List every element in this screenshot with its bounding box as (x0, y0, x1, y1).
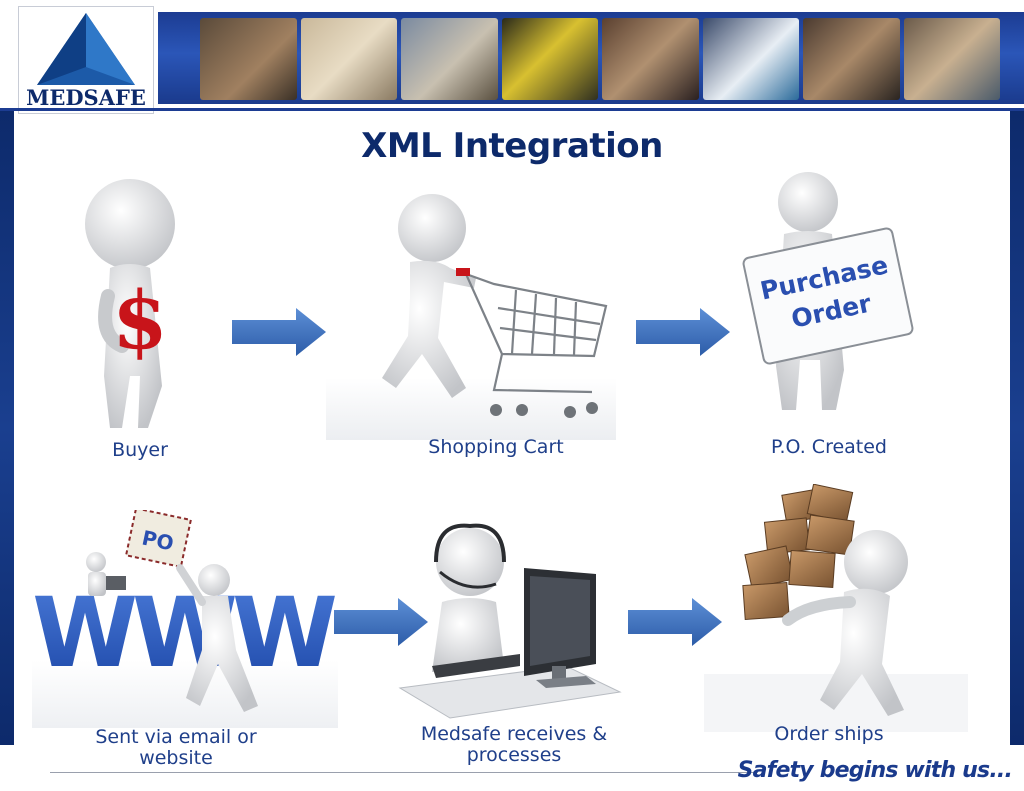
step-label-buyer: Buyer (112, 439, 168, 461)
arrow-cart-to-po-icon (636, 308, 730, 356)
banner-photo-welder (200, 18, 297, 100)
medsafe-logo: MEDSAFE (18, 6, 154, 114)
header-rule (0, 108, 1024, 111)
boxes-carrier-figure-icon (704, 484, 968, 732)
arrow-sent-to-medsafe-icon (334, 598, 428, 646)
banner-photo-mask-worker (300, 18, 397, 100)
banner-photo-firefighters (501, 18, 598, 100)
www-po-envelope-figure-icon: WWW PO (32, 510, 338, 728)
banner-photo-mechanic (602, 18, 699, 100)
arrow-medsafe-to-ships-icon (628, 598, 722, 646)
banner-photo-grinder (803, 18, 900, 100)
step-label-order-ships: Order ships (774, 723, 884, 745)
logo-triangle-icon (37, 13, 135, 85)
step-label-po-created: P.O. Created (771, 436, 887, 458)
buyer-dollar-figure-icon: $ (85, 179, 175, 428)
step-label-medsafe-receives: Medsafe receives & processes (420, 723, 608, 766)
step-label-sent-via-email: Sent via email or website (95, 726, 257, 769)
header-banner (158, 12, 1024, 104)
right-side-bar (1010, 110, 1024, 745)
purchase-order-sign-figure-icon: Purchase Order (742, 172, 914, 410)
www-text: WWW (32, 577, 335, 689)
banner-photo-construction (401, 18, 498, 100)
footer-tagline: Safety begins with us... (737, 758, 1013, 783)
svg-text:$: $ (112, 273, 168, 367)
left-side-bar (0, 110, 14, 745)
headset-computer-figure-icon (398, 523, 622, 719)
shopping-cart-figure-icon (326, 194, 616, 440)
arrow-buyer-to-cart-icon (232, 308, 326, 356)
slide-title: XML Integration (361, 126, 663, 166)
banner-photo-strip (200, 18, 1000, 100)
banner-photo-hazmat (702, 18, 799, 100)
footer-rule (50, 772, 758, 773)
step-label-shopping-cart: Shopping Cart (428, 436, 564, 458)
banner-photo-worker-hat (903, 18, 1000, 100)
logo-wordmark: MEDSAFE (26, 85, 146, 110)
